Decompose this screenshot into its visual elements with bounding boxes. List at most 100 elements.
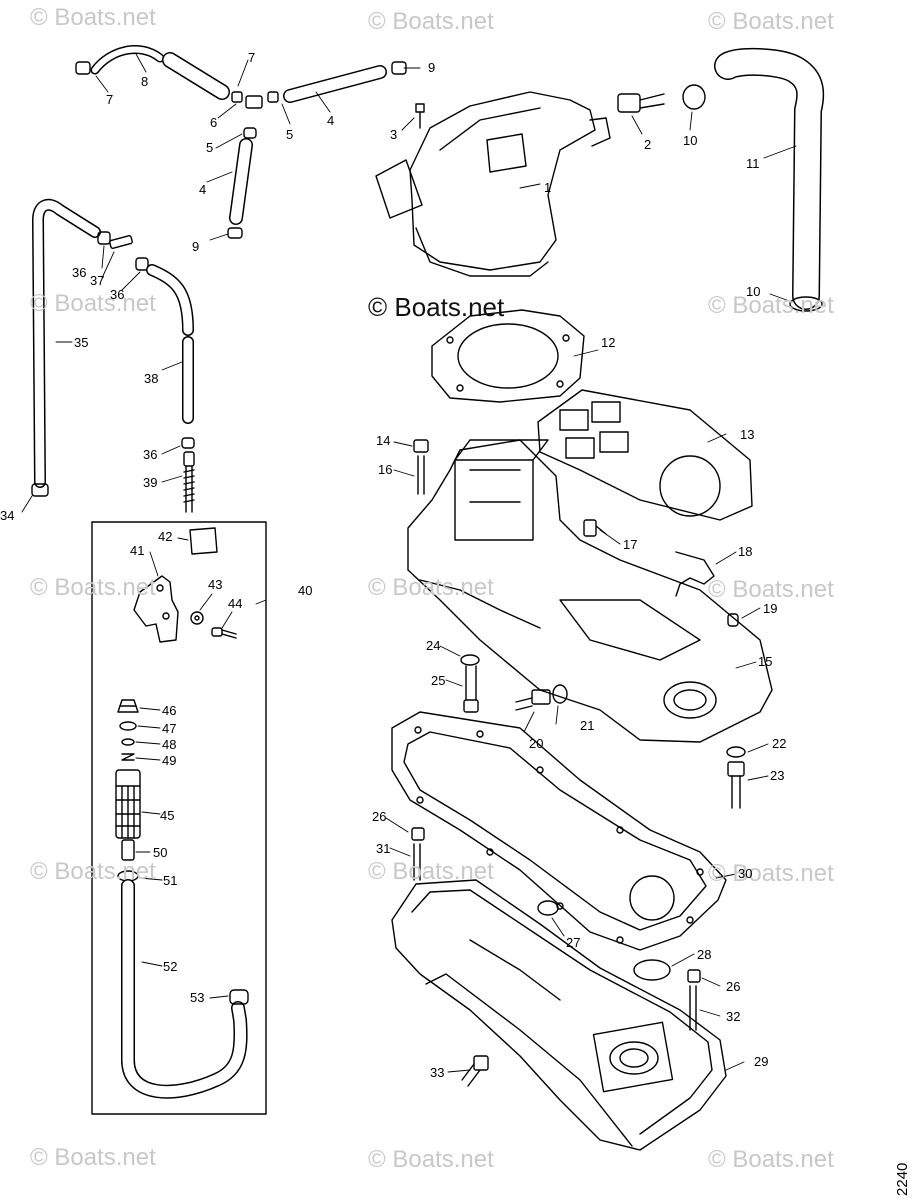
nut-part-14 — [413, 439, 429, 453]
nipple-part-50 — [121, 839, 135, 861]
stud-part-3 — [415, 103, 425, 129]
connector-part-37 — [109, 235, 133, 249]
clamp-part-10-top — [682, 84, 706, 110]
spring-part-49 — [121, 753, 135, 761]
gasket-part-30 — [391, 711, 727, 951]
fitting-part-17 — [583, 519, 607, 537]
leader-lines — [21, 53, 797, 1073]
watermark: © Boats.net — [30, 290, 156, 317]
callout-label: 8 — [141, 74, 149, 89]
clamp-part-36-a — [97, 231, 111, 245]
watermark: © Boats.net — [368, 8, 494, 35]
oring-part-48 — [121, 738, 135, 746]
watermark: © Boats.net — [30, 574, 156, 601]
callout-label: 9 — [428, 60, 436, 75]
callout-label: 33 — [430, 1065, 445, 1080]
callout-label: 38 — [144, 371, 159, 386]
hose-part-38-upper — [146, 264, 194, 336]
watermark: © Boats.net — [708, 576, 834, 603]
plug-part-19 — [727, 613, 739, 627]
hose-part-4-horizontal — [283, 65, 387, 103]
oring-part-28 — [633, 959, 671, 981]
clamp-part-36-b — [135, 257, 149, 271]
oring-part-27 — [537, 900, 559, 916]
fitting-part-6 — [231, 91, 279, 109]
elbow-part-18 — [675, 551, 715, 597]
callout-label: 51 — [163, 873, 178, 888]
callout-label: 26 — [726, 979, 741, 994]
callout-label: 34 — [0, 508, 15, 523]
callout-label: 1 — [544, 180, 552, 195]
callout-label: 17 — [623, 537, 638, 552]
hose-part-52 — [121, 879, 248, 1099]
callout-label: 15 — [758, 654, 773, 669]
fitting-part-2 — [617, 93, 665, 113]
nut-part-26-lower — [687, 969, 701, 983]
callout-label: 6 — [210, 115, 218, 130]
callout-label: 13 — [740, 427, 755, 442]
callout-label: 25 — [431, 673, 446, 688]
housing-part-1 — [375, 91, 611, 277]
washer-part-47 — [119, 721, 137, 731]
clamp-part-36-c — [181, 437, 195, 449]
callout-label: 47 — [162, 721, 177, 736]
callout-label: 7 — [106, 92, 114, 107]
callout-label: 9 — [192, 239, 200, 254]
callout-label: 52 — [163, 959, 178, 974]
bracket-part-41 — [133, 575, 179, 643]
watermark: © Boats.net — [708, 860, 834, 887]
callout-label: 18 — [738, 544, 753, 559]
watermark: © Boats.net — [368, 1146, 494, 1173]
watermark: © Boats.net — [368, 574, 494, 601]
callout-label: 36 — [110, 287, 125, 302]
fitting-part-33 — [461, 1055, 489, 1087]
callout-label: 16 — [378, 462, 393, 477]
callout-label: 42 — [158, 529, 173, 544]
watermark: © Boats.net — [708, 8, 834, 35]
callout-label: 35 — [74, 335, 89, 350]
watermark-prominent: © Boats.net — [368, 292, 505, 322]
callout-label: 37 — [90, 273, 105, 288]
bolt-part-23 — [727, 761, 745, 809]
callout-label: 28 — [697, 947, 712, 962]
plate-part-15 — [407, 439, 773, 743]
watermark: © Boats.net — [368, 858, 494, 885]
housing-part-29 — [391, 879, 727, 1151]
watermark: © Boats.net — [30, 858, 156, 885]
clamp-part-7-left — [75, 61, 91, 75]
callout-label: 19 — [763, 601, 778, 616]
figure-number: 2240 — [894, 1162, 911, 1196]
nut-part-26-upper — [411, 827, 425, 841]
washer-part-43 — [190, 611, 204, 625]
callout-label: 48 — [162, 737, 177, 752]
callout-label: 21 — [580, 718, 595, 733]
callout-label: 26 — [372, 809, 387, 824]
callout-label: 46 — [162, 703, 177, 718]
callout-label: 36 — [143, 447, 158, 462]
callout-label: 4 — [199, 182, 207, 197]
callout-label: 3 — [390, 127, 398, 142]
callout-label: 43 — [208, 577, 223, 592]
callout-label: 39 — [143, 475, 158, 490]
callout-label: 30 — [738, 866, 753, 881]
callout-label: 5 — [286, 127, 294, 142]
callout-label: 12 — [601, 335, 616, 350]
washer-part-24 — [460, 654, 480, 666]
callout-label: 49 — [162, 753, 177, 768]
watermark: © Boats.net — [30, 1144, 156, 1171]
callout-label: 36 — [72, 265, 87, 280]
clamp-part-5 — [243, 127, 257, 139]
callout-label: 41 — [130, 543, 145, 558]
clamp-part-34 — [31, 483, 49, 497]
callout-label: 7 — [248, 50, 256, 65]
callout-label: 2 — [644, 137, 652, 152]
callout-label: 4 — [327, 113, 335, 128]
callout-label: 20 — [529, 736, 544, 751]
stud-part-16 — [417, 455, 425, 495]
fitting-part-20 — [515, 689, 551, 711]
callout-label: 44 — [228, 596, 243, 611]
callout-label: 22 — [772, 736, 787, 751]
callout-label: 14 — [376, 433, 391, 448]
callout-label: 27 — [566, 935, 581, 950]
